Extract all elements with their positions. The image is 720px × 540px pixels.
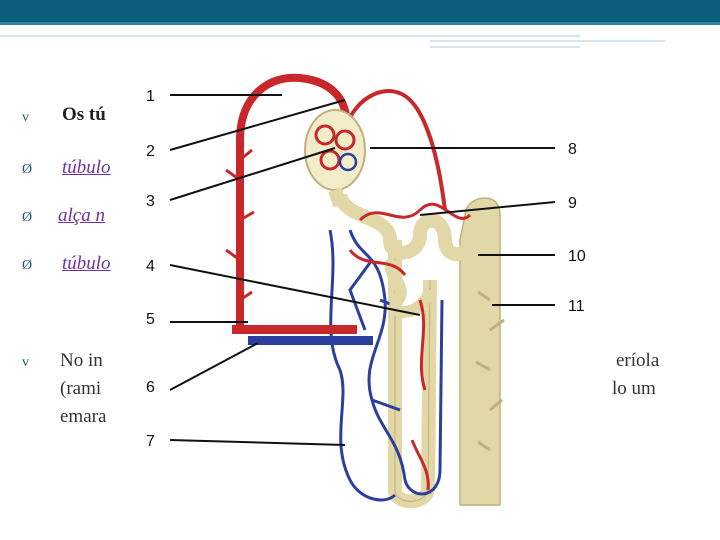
label-7: 7 <box>146 433 155 450</box>
label-10: 10 <box>568 248 586 265</box>
label-1: 1 <box>146 88 155 105</box>
bowman-capsule <box>305 110 365 190</box>
arcuate-artery <box>232 325 357 334</box>
label-5: 5 <box>146 311 155 328</box>
arcuate-vein <box>248 336 373 345</box>
label-6: 6 <box>146 379 155 396</box>
label-8: 8 <box>568 141 577 158</box>
label-2: 2 <box>146 143 155 160</box>
label-9: 9 <box>568 195 577 212</box>
label-3: 3 <box>146 193 155 210</box>
capsule-neck <box>335 190 340 205</box>
label-11: 11 <box>568 298 585 315</box>
label-4: 4 <box>146 258 155 275</box>
